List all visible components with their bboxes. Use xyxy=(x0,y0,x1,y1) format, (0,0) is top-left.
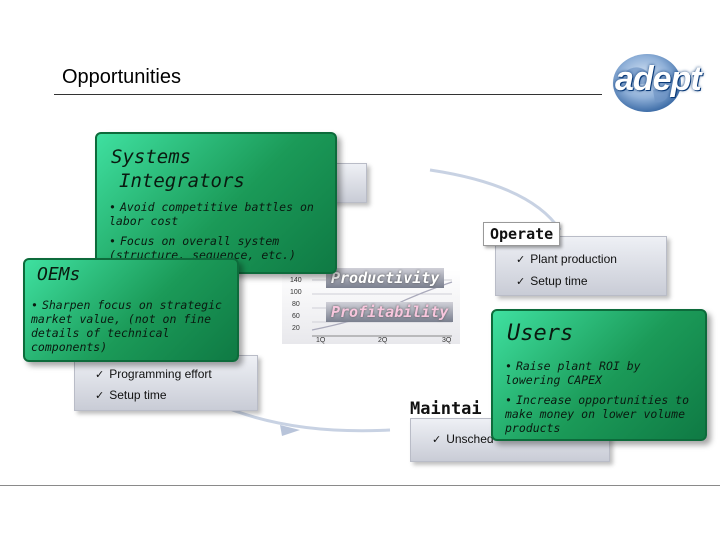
page-background xyxy=(0,486,720,540)
check-icon: ✓ xyxy=(516,275,526,288)
adept-logo: adept xyxy=(605,52,702,114)
check-icon: ✓ xyxy=(432,433,442,446)
users-title: Users xyxy=(507,321,574,346)
slide: Opportunities adept ✓Progr xyxy=(0,52,720,486)
y-tick: 60 xyxy=(292,313,300,320)
oem-item-setup: ✓Setup time xyxy=(95,388,167,402)
bullet-icon: • xyxy=(109,234,116,248)
logo-text: adept xyxy=(615,60,702,98)
systems-integrators-card: Systems Integrators •Avoid competitive b… xyxy=(95,132,337,274)
si-bullet-1: •Avoid competitive battles on labor cost xyxy=(109,200,314,228)
bullet-icon: • xyxy=(505,359,512,373)
title-divider xyxy=(54,94,602,95)
operate-item-setup: ✓Setup time xyxy=(516,274,588,288)
y-tick: 100 xyxy=(290,289,302,296)
users-bullet-2: •Increase opportunities to make money on… xyxy=(505,393,690,435)
y-tick: 20 xyxy=(292,325,300,332)
check-icon: ✓ xyxy=(516,253,526,266)
operate-item-production: ✓Plant production xyxy=(516,252,617,266)
globe-icon xyxy=(613,54,681,112)
users-card: Users •Raise plant ROI by lowering CAPEX… xyxy=(491,309,707,441)
oem-benefits-panel xyxy=(74,355,258,411)
maintain-label: Maintai xyxy=(410,399,482,419)
y-tick: 80 xyxy=(292,301,300,308)
x-tick: 1Q xyxy=(316,337,326,344)
oems-card: OEMs •Sharpen focus on strategic market … xyxy=(23,258,239,362)
bullet-icon: • xyxy=(505,393,512,407)
y-tick: 140 xyxy=(290,277,302,284)
maintain-item: ✓Unsched xyxy=(432,432,494,446)
si-title-line2: Integrators xyxy=(119,170,245,192)
oems-bullet-1: •Sharpen focus on strategic market value… xyxy=(31,298,222,354)
si-title-line1: Systems xyxy=(111,146,192,168)
productivity-banner: Productivity xyxy=(326,268,445,288)
operate-panel xyxy=(495,236,667,296)
check-icon: ✓ xyxy=(95,389,105,402)
bullet-icon: • xyxy=(31,298,38,312)
users-bullet-1: •Raise plant ROI by lowering CAPEX xyxy=(505,359,641,387)
oem-item-programming: ✓Programming effort xyxy=(95,367,212,381)
operate-label: Operate xyxy=(483,222,561,246)
bullet-icon: • xyxy=(109,200,116,214)
x-tick: 2Q xyxy=(378,337,388,344)
x-tick: 3Q xyxy=(442,337,452,344)
check-icon: ✓ xyxy=(95,368,105,381)
page-title: Opportunities xyxy=(62,66,181,88)
profitability-banner: Profitability xyxy=(326,302,454,322)
oems-title: OEMs xyxy=(37,264,81,285)
